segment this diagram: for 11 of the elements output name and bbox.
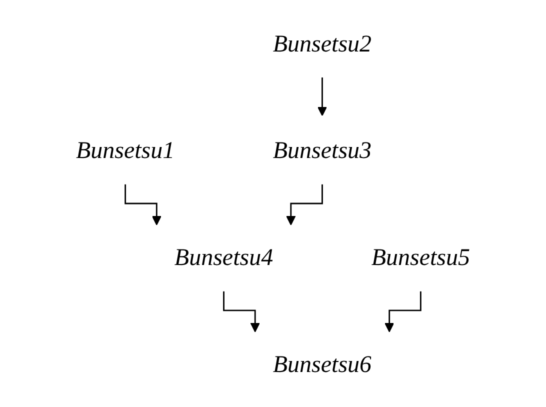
arrow: [384, 290, 422, 332]
node-text: Bunsetsu1: [76, 136, 175, 164]
node-text: Bunsetsu3: [272, 136, 372, 164]
arrow: [286, 184, 323, 226]
arrow: [223, 290, 260, 332]
node-text: Bunsetsu6: [272, 350, 372, 378]
arrow: [317, 76, 328, 116]
node-text: Bunsetsu4: [174, 243, 274, 271]
arrow: [124, 184, 162, 226]
node-text: Bunsetsu5: [371, 243, 470, 271]
node-text: Bunsetsu2: [272, 29, 372, 57]
